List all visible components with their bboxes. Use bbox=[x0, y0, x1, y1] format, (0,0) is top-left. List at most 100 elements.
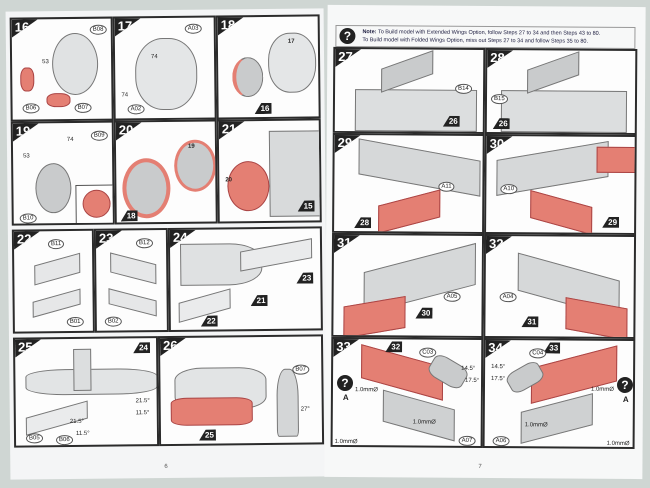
step-23: 23 B12 B02 bbox=[93, 227, 169, 333]
ring-part bbox=[173, 139, 217, 192]
step-17: 17 A03 A02 74 74 bbox=[112, 15, 217, 121]
part-label: C03 bbox=[419, 347, 437, 358]
step-number: 26 bbox=[160, 338, 186, 356]
engine-part bbox=[35, 162, 72, 214]
bay-part bbox=[527, 51, 580, 94]
step-number: 31 bbox=[334, 235, 360, 253]
step-number: 23 bbox=[96, 230, 122, 248]
build-note: ? Note: To Build model with Extended Win… bbox=[335, 24, 636, 50]
part-label: A10 bbox=[500, 184, 518, 195]
painted-area bbox=[170, 397, 253, 426]
step-number: 20 bbox=[116, 122, 142, 140]
pink-part bbox=[46, 93, 71, 108]
reference-step: 25 bbox=[199, 429, 216, 440]
page-number: 6 bbox=[164, 464, 168, 471]
step-32: 32 A04 31 bbox=[483, 233, 637, 340]
part-label: A07 bbox=[458, 435, 476, 446]
drill-size: 1.0mmØ bbox=[354, 387, 378, 394]
step-number: 25 bbox=[15, 339, 41, 357]
step-30: 30 A10 29 bbox=[484, 133, 637, 236]
part-label: B15 bbox=[490, 94, 508, 105]
dimension: 11.5° bbox=[135, 410, 150, 417]
reference-step: 28 bbox=[354, 217, 371, 228]
reference-step: 22 bbox=[201, 315, 218, 326]
dimension: 14.5° bbox=[491, 364, 506, 371]
dimension: 11.5° bbox=[75, 430, 90, 437]
reference-step: 32 bbox=[385, 341, 402, 352]
wing-underside bbox=[382, 389, 455, 442]
dimension: 17.5° bbox=[465, 377, 480, 384]
part-label: B05 bbox=[25, 433, 43, 444]
step-number: 17 bbox=[115, 18, 141, 36]
question-icon: ? bbox=[339, 27, 356, 45]
question-icon: ? bbox=[336, 374, 354, 392]
reference-step: 24 bbox=[133, 342, 150, 353]
stabilizer-part bbox=[240, 238, 313, 272]
stabilizer-part bbox=[34, 252, 81, 286]
subassembly-label: 20 bbox=[225, 177, 233, 184]
fin-part bbox=[73, 348, 92, 391]
step-21: 21 20 15 bbox=[216, 118, 322, 224]
part-label: C04 bbox=[529, 348, 547, 359]
cowling-part bbox=[134, 37, 198, 111]
part-label: B06 bbox=[55, 434, 73, 446]
painted-bay bbox=[530, 190, 593, 236]
wing-part bbox=[358, 138, 481, 197]
part-label: A03 bbox=[184, 23, 202, 34]
step-number: 18 bbox=[218, 17, 244, 35]
part-label: A04 bbox=[499, 292, 517, 303]
rudder-part bbox=[276, 368, 300, 437]
dimension: 17.5° bbox=[491, 376, 506, 383]
subassembly-label: 17 bbox=[287, 38, 295, 45]
ring-part bbox=[51, 32, 99, 96]
part-label: B07 bbox=[74, 102, 92, 113]
drill-size: 1.0mmØ bbox=[590, 386, 615, 393]
note-line-2: To Build model with Folded Wings Option,… bbox=[362, 37, 589, 45]
dimension: 21.5° bbox=[135, 398, 150, 405]
part-label: B11 bbox=[47, 239, 65, 250]
left-page: 16 B08 B06 B07 53 17 A03 A02 74 74 18 17… bbox=[5, 8, 329, 480]
dimension: 53 bbox=[42, 59, 49, 66]
drill-size: 1.0mmØ bbox=[334, 438, 358, 446]
step-22: 22 B11 B01 bbox=[11, 228, 95, 334]
step-number: 16 bbox=[12, 19, 38, 37]
step-20: 20 19 18 bbox=[113, 119, 218, 225]
note-label: Note: bbox=[362, 29, 377, 36]
step-19: 19 B09 B10 74 53 bbox=[10, 120, 115, 226]
stabilizer-part bbox=[32, 288, 81, 318]
drill-size: 1.0mmØ bbox=[524, 422, 548, 429]
bay-part bbox=[381, 50, 434, 93]
ring-part bbox=[122, 157, 171, 219]
question-icon: ? bbox=[616, 376, 634, 394]
step-29: 29 A11 28 bbox=[332, 132, 485, 234]
reference-step: 23 bbox=[296, 272, 313, 283]
page-number: 7 bbox=[478, 463, 482, 470]
step-number: 19 bbox=[13, 123, 39, 141]
dimension: 74 bbox=[121, 92, 129, 99]
step-25: 25 24 B05 B06 21.5° 11.5° 21.5° 11.5° bbox=[12, 336, 160, 448]
detail-inset bbox=[75, 184, 115, 226]
dimension: 74 bbox=[151, 54, 158, 61]
option-label: A bbox=[622, 394, 629, 405]
reference-step: 26 bbox=[493, 118, 510, 129]
step-33: 33 32 C03 A07 14.5° 17.5° ? A 1.0mmØ 1.0… bbox=[330, 336, 484, 448]
drill-size: 1.0mmØ bbox=[606, 440, 630, 448]
part-label: B14 bbox=[455, 83, 472, 94]
reference-step: 18 bbox=[121, 210, 138, 221]
step-number: 29 bbox=[335, 135, 361, 153]
ring-part bbox=[232, 56, 264, 98]
part-label: B12 bbox=[135, 238, 153, 249]
step-number: 30 bbox=[487, 136, 513, 154]
stabilizer-part bbox=[110, 252, 157, 285]
step-number: 34 bbox=[485, 340, 511, 358]
step-number: 32 bbox=[486, 236, 512, 254]
drill-size: 1.0mmØ bbox=[412, 419, 436, 426]
part-label: B02 bbox=[104, 316, 122, 327]
step-34: 34 33 C04 A06 14.5° 17.5° ? A 1.0mmØ 1.0… bbox=[482, 337, 636, 450]
part-label: B10 bbox=[19, 213, 37, 224]
reference-step: 21 bbox=[251, 295, 268, 306]
step-27: 27 B14 26 bbox=[332, 46, 486, 134]
step-28: 28 B15 26 bbox=[484, 47, 638, 136]
stabilizer-part bbox=[108, 288, 157, 317]
cowling-part bbox=[227, 160, 270, 212]
